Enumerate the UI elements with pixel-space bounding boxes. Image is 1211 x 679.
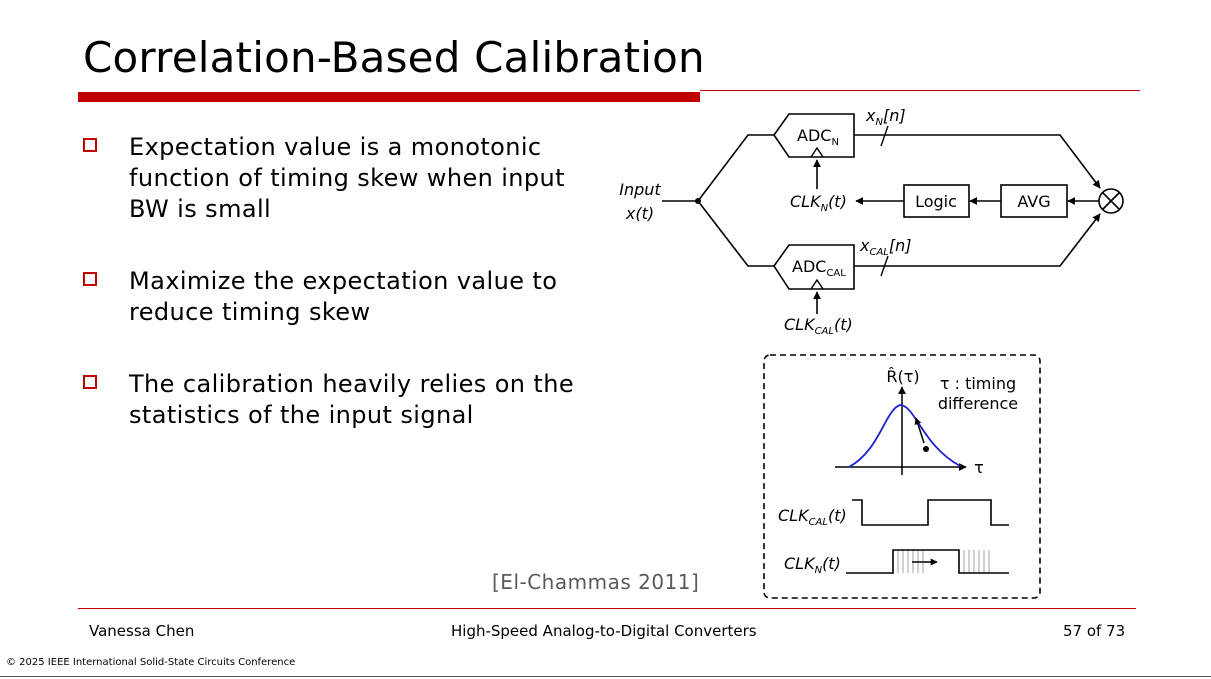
xn-signal-label: xN[n] (865, 106, 906, 128)
waveform-clk-n-label: CLKN(t) (784, 554, 841, 576)
citation: [El-Chammas 2011] (492, 570, 700, 594)
correlation-label: R̂(τ) (886, 367, 919, 386)
gradient-arrow (914, 417, 925, 444)
footer-author: Vanessa Chen (89, 622, 195, 640)
adc-cal-label: ADCCAL (792, 257, 846, 279)
square-bullet-icon (83, 272, 97, 286)
clk-n-label: CLKN(t) (790, 192, 847, 214)
feedback-path (813, 159, 1099, 314)
title-underline-bar (78, 92, 700, 102)
avg-label: AVG (1017, 192, 1050, 211)
adc-n-label: ADCN (797, 126, 839, 148)
footer-course: High-Speed Analog-to-Digital Converters (451, 622, 757, 640)
footer-page-number: 57 of 73 (1063, 622, 1126, 640)
logic-label: Logic (915, 192, 957, 211)
clk-n-skew-hatching (897, 550, 990, 573)
slide-title: Correlation-Based Calibration (83, 33, 705, 82)
bullet-text: Expectation value is a monotonic functio… (129, 133, 565, 223)
copyright-notice: © 2025 IEEE International Solid-State Ci… (6, 657, 296, 668)
clk-n-waveform (846, 549, 1009, 574)
adc-cal-block: ADCCAL (773, 244, 855, 290)
operating-point (923, 446, 929, 452)
correlation-inset (763, 354, 1041, 599)
clk-cal-label: CLKCAL(t) (784, 315, 853, 337)
bullet-text: Maximize the expectation value to reduce… (129, 267, 558, 326)
adc-n-block: ADCN (773, 113, 855, 158)
tau-axis-label: τ (974, 458, 984, 477)
title-underline-thin (700, 90, 1140, 91)
avg-block (1000, 184, 1068, 218)
xcal-signal-label: xCAL[n] (859, 236, 912, 258)
square-bullet-icon (83, 138, 97, 152)
input-signal-label: x(t) (625, 204, 654, 223)
correlation-curve (848, 404, 961, 468)
tau-note: difference (938, 394, 1018, 413)
tau-note: τ : timing (940, 374, 1016, 393)
clk-cal-waveform (852, 499, 1009, 526)
multiplier-node (1098, 188, 1124, 214)
bottom-divider (0, 676, 1211, 677)
footer-divider (78, 608, 1136, 609)
correlation-axes (835, 386, 967, 475)
waveform-clk-cal-label: CLKCAL(t) (778, 506, 847, 528)
input-wiring (662, 134, 774, 267)
logic-block (903, 184, 970, 218)
square-bullet-icon (83, 375, 97, 389)
bullet-text: The calibration heavily relies on the st… (129, 370, 575, 429)
input-node (695, 198, 701, 204)
input-label: Input (619, 180, 661, 199)
output-wiring (854, 125, 1101, 277)
